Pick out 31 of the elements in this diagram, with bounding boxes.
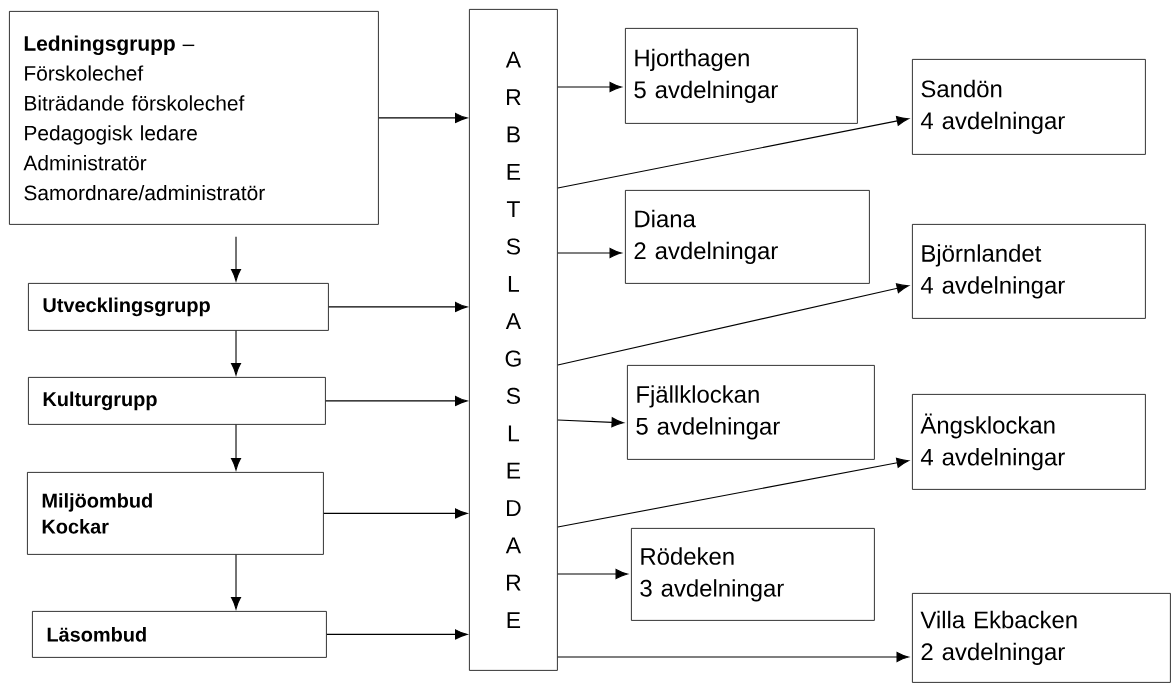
arrow bbox=[323, 508, 468, 519]
arrow bbox=[230, 330, 242, 376]
unit-box: Björnlandet 4 avdelningar bbox=[912, 224, 1146, 319]
arrow bbox=[557, 115, 909, 189]
arrow bbox=[230, 424, 242, 471]
group-box: Läsombud bbox=[32, 611, 327, 658]
arrow bbox=[557, 247, 622, 259]
group-box: Kulturgrupp bbox=[28, 377, 326, 425]
arrow bbox=[557, 568, 628, 580]
unit-box: Diana 2 avdelningar bbox=[625, 190, 870, 284]
arrow bbox=[557, 417, 624, 428]
unit-box: Villa Ekbacken 2 avdelningar bbox=[912, 593, 1171, 683]
arrow bbox=[557, 283, 909, 366]
unit-box: Ängsklockan 4 avdelningar bbox=[912, 394, 1146, 490]
group-box: Miljöombud Kockar bbox=[27, 472, 324, 555]
unit-box: Hjorthagen 5 avdelningar bbox=[625, 28, 858, 124]
group-box: Ledningsgrupp – Förskolechef Biträdande förskolechef Pedagogisk ledare Administratör Samordnare/administratör bbox=[9, 11, 379, 225]
vertical-label-box: A R B E T S L A G S L E D A R E bbox=[469, 9, 558, 671]
arrow bbox=[557, 81, 622, 93]
unit-box: Fjällklockan 5 avdelningar bbox=[627, 365, 875, 460]
unit-box: Rödeken 3 avdelningar bbox=[631, 528, 875, 621]
group-box: Utvecklingsgrupp bbox=[28, 283, 329, 331]
arrow bbox=[328, 301, 468, 312]
arrow bbox=[326, 629, 468, 640]
unit-box: Sandön 4 avdelningar bbox=[912, 59, 1146, 155]
arrow bbox=[557, 651, 909, 663]
arrow bbox=[230, 236, 242, 282]
arrow bbox=[230, 554, 242, 610]
arrow bbox=[325, 395, 468, 406]
arrow bbox=[378, 112, 468, 123]
arrow bbox=[557, 457, 909, 528]
